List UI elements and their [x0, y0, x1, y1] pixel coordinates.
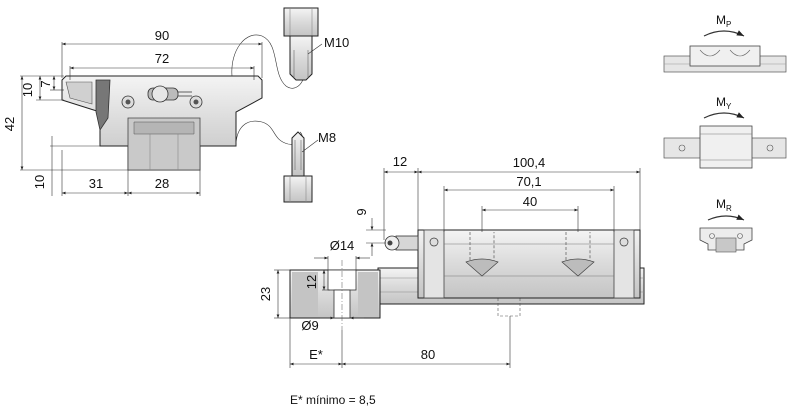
- dim-flange-thickness: 7: [38, 80, 53, 87]
- screw-shank-m10: [289, 35, 313, 81]
- dim-pitch: 80: [421, 347, 435, 362]
- moment-pitch-label: MP: [716, 13, 731, 29]
- dim-lube-offset: 12: [393, 154, 407, 169]
- side-view: 12 100,4 70,1 40 9 Ø14: [258, 154, 645, 368]
- dim-hole-spacing: 40: [523, 194, 537, 209]
- dim-width-holes: 72: [155, 51, 169, 66]
- block-side: [417, 229, 641, 299]
- dim-body-length: 70,1: [516, 174, 541, 189]
- dim-rail-bore-dia: Ø9: [301, 318, 318, 333]
- screw-label-m10: M10: [324, 35, 349, 50]
- dim-e-label: E*: [309, 347, 323, 362]
- note-e-min: E* mínimo = 8,5: [290, 393, 376, 407]
- moment-roll: MR: [699, 197, 753, 253]
- dim-base-clearance: 10: [32, 175, 47, 189]
- moment-yaw: MY: [663, 95, 787, 169]
- moment-pitch: MP: [663, 13, 787, 73]
- dim-offset-side: 31: [89, 176, 103, 191]
- screw-shank-m8: [291, 131, 305, 177]
- screws: M10 M8: [231, 7, 349, 203]
- dim-width-overall: 90: [155, 28, 169, 43]
- dim-counterbore-depth: 12: [304, 275, 319, 289]
- dim-height-total: 42: [2, 117, 17, 131]
- dim-lube-height: 9: [354, 208, 369, 215]
- screw-head-m8: [283, 175, 313, 203]
- block-seal: [95, 79, 111, 132]
- dim-flange-top: 10: [20, 83, 35, 97]
- moment-roll-label: MR: [716, 197, 732, 213]
- dim-rail-width: 28: [155, 176, 169, 191]
- dim-rail-height: 23: [258, 287, 273, 301]
- moment-yaw-label: MY: [716, 95, 732, 111]
- front-view: 90 72 42 10 7 10 31 28: [2, 28, 263, 196]
- screw-head-m10: [283, 7, 319, 37]
- screw-label-m8: M8: [318, 130, 336, 145]
- dim-block-length: 100,4: [513, 155, 546, 170]
- dim-rail-hole-dia: Ø14: [330, 238, 355, 253]
